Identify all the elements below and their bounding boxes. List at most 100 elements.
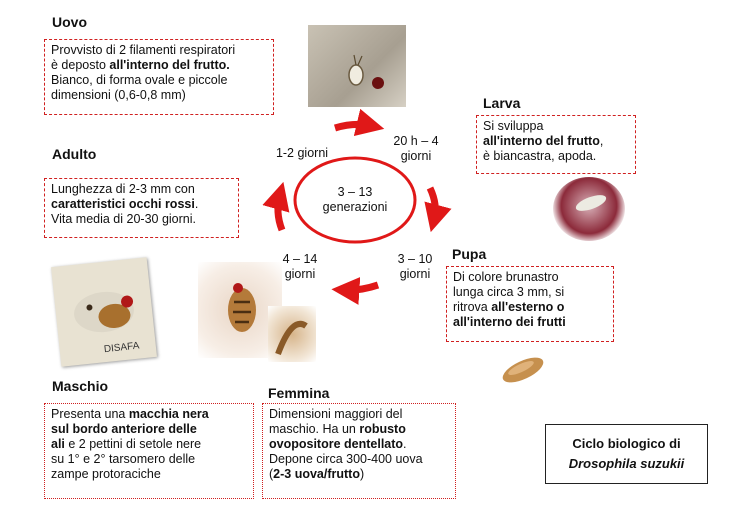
larva-line-1: Si sviluppa [483,119,544,133]
egg-photo [308,25,406,107]
female-eye [233,283,243,293]
generations-label: generazioni [322,200,388,214]
egg-line-2-bold: all'interno del frutto. [109,58,230,72]
egg-line-2: è deposto all'interno del frutto. [51,58,267,73]
male-title: Maschio [52,378,109,394]
larva-line-2-bold: all'interno del frutto [483,134,600,148]
adult-line-2-bold: caratteristici occhi rossi [51,197,195,211]
egg-line-4: dimensioni (0,6-0,8 mm) [51,88,186,102]
adult-title: Adulto [52,146,97,162]
female-line-5-close: ) [359,467,365,481]
pupa-line-3: ritrova all'esterno o [453,300,607,315]
arrow-egg-to-larva [333,108,385,137]
duration-larva-pupa-1: 3 – 10 [397,252,433,266]
larva-photo [553,177,625,241]
larva-line-3: è biancastra, apoda. [483,149,597,163]
duration-larva-pupa-2: giorni [399,267,431,281]
female-description-box: Dimensioni maggiori del maschio. Ha un r… [262,403,456,499]
male-eye [121,295,134,308]
male-line-3-plain: e 2 pettini di setole nere [64,437,202,451]
generations-count: 3 – 13 [337,185,373,199]
male-line-5: zampe protoraciche [51,467,161,481]
egg-title: Uovo [52,14,87,30]
egg-line-2-plain: è deposto [51,58,110,72]
title-line-1: Ciclo biologico di [572,436,681,451]
male-line-3: ali e 2 pettini di setole nere [51,437,247,452]
female-line-5-bold: 2-3 uova/frutto [273,467,360,481]
egg-line-1: Provvisto di 2 filamenti respiratori [51,43,236,57]
female-line-2: maschio. Ha un robusto [269,422,449,437]
duration-egg-larva-2: giorni [400,149,432,163]
female-line-3-bold: ovopositore dentellato [269,437,404,451]
duration-egg-larva: 20 h – 4 giorni [380,134,452,164]
egg-description-box: Provvisto di 2 filamenti respiratori è d… [44,39,274,115]
female-line-1: Dimensioni maggiori del [269,407,403,421]
pupa-line-4-bold: all'interno dei frutti [453,315,566,329]
larva-photo-drawing [575,195,607,211]
egg-filaments [353,54,363,66]
duration-pupa-adult-1: 4 – 14 [282,252,318,266]
male-photo-drawing [74,291,134,333]
female-title: Femmina [268,385,330,401]
adult-line-1: Lunghezza di 2-3 mm con [51,182,195,196]
female-photo-1-drawing [228,283,256,332]
cycle-center-ellipse [293,156,417,244]
male-wing-spot [86,304,93,311]
pupa-highlight [508,361,534,375]
diagram-title-box: Ciclo biologico di Drosophila suzukii [545,424,708,484]
arrow-adult-to-egg [262,181,290,232]
title-line-2: Drosophila suzukii [568,456,685,471]
cycle-center-text: 3 – 13 generazioni [306,185,404,215]
duration-egg-larva-1: 20 h – 4 [393,134,439,148]
arrow-larva-to-pupa [424,186,452,233]
larva-title: Larva [483,95,521,111]
female-line-3: ovopositore dentellato. [269,437,449,452]
duration-pupa-adult-2: giorni [284,267,316,281]
female-line-4: Depone circa 300-400 uova [269,452,423,466]
male-photo: DISAFA [51,257,157,367]
pupa-title: Pupa [452,246,487,262]
adult-line-2-plain: . [194,197,199,211]
female-photo-2-drawing [275,321,308,356]
arrow-pupa-to-adult [331,276,380,305]
male-line-1: Presenta una macchia nera [51,407,247,422]
male-line-2: sul bordo anteriore delle [51,422,247,437]
pupa-description-box: Di colore brunastro lunga circa 3 mm, si… [446,266,614,342]
male-description-box: Presenta una macchia nera sul bordo ante… [44,403,254,499]
female-stripes [233,300,251,324]
female-line-5: (2-3 uova/frutto) [269,467,449,482]
duration-pupa-adult: 4 – 14 giorni [270,252,330,282]
adult-description-box: Lunghezza di 2-3 mm con caratteristici o… [44,178,239,238]
larva-line-2-plain: , [599,134,604,148]
larva-line-2: all'interno del frutto, [483,134,629,149]
male-line-2-bold: sul bordo anteriore delle [51,422,197,436]
female-photo-2 [268,306,316,362]
pupa-line-3-plain: ritrova [453,300,492,314]
pupa-photo [487,344,559,398]
ovipositor-shape [275,321,308,356]
male-body [98,303,131,328]
larva-description-box: Si sviluppa all'interno del frutto, è bi… [476,115,636,174]
male-line-4: su 1° e 2° tarsomero delle [51,452,196,466]
pupa-line-2: lunga circa 3 mm, si [453,285,565,299]
female-line-2-bold: robusto [359,422,406,436]
male-line-1-bold: macchia nera [128,407,209,421]
larva-shape [575,195,607,211]
male-line-3-bold: ali [51,437,65,451]
duration-adult-egg: 1-2 giorni [275,146,329,160]
adult-line-3: Vita media di 20-30 giorni. [51,212,196,226]
pupa-line-1: Di colore brunastro [453,270,559,284]
female-line-2-plain: maschio. Ha un [269,422,360,436]
egg-photo-drawing [348,54,384,89]
egg-line-3: Bianco, di forma ovale e piccole [51,73,228,87]
pupa-line-4: all'interno dei frutti [453,315,607,330]
egg-shape-2 [372,77,384,89]
pupa-photo-drawing [502,357,544,383]
female-line-5-open: ( [269,467,274,481]
pupa-line-3-bold: all'esterno o [491,300,565,314]
female-line-3-plain: . [403,437,407,451]
male-line-1-plain: Presenta una [51,407,129,421]
duration-larva-pupa: 3 – 10 giorni [384,252,446,282]
adult-line-2: caratteristici occhi rossi. [51,197,232,212]
